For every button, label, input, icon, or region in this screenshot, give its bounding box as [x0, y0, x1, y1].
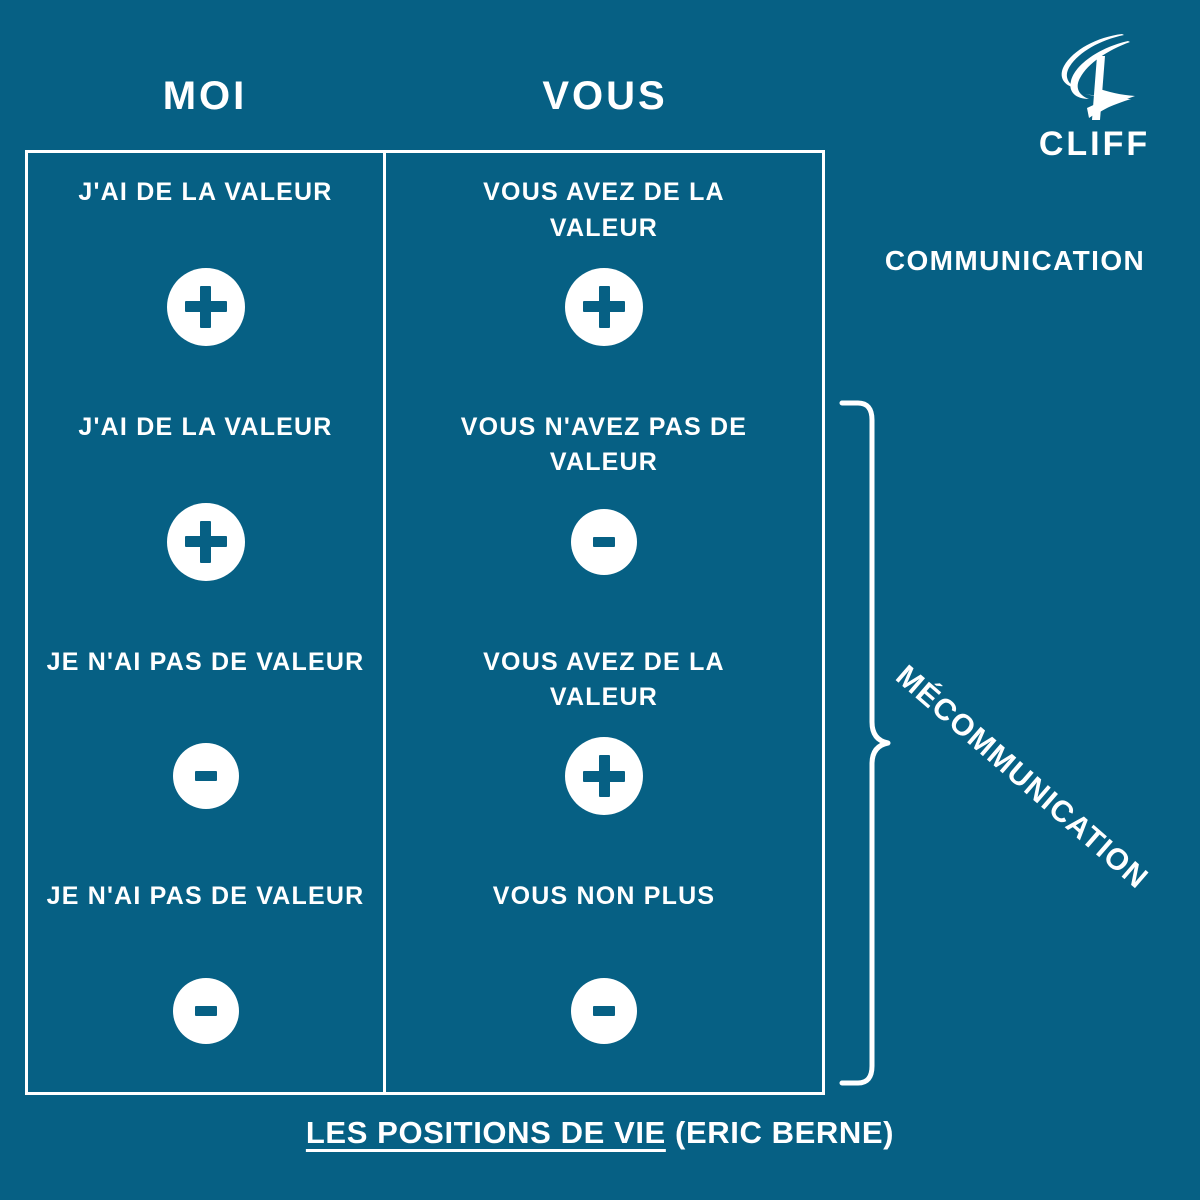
matrix-cell-r1-vous: VOUS AVEZ DE LA VALEUR	[386, 153, 822, 388]
label-mecommunication: MÉCOMMUNICATION	[889, 659, 1155, 896]
plus-vertical-bar	[200, 520, 211, 563]
matrix-cell-r3-moi: JE N'AI PAS DE VALEUR	[28, 622, 386, 858]
matrix-cell-r1-moi: J'AI DE LA VALEUR	[28, 153, 386, 388]
cell-label: J'AI DE LA VALEUR	[78, 178, 333, 206]
matrix-cell-r2-vous: VOUS N'AVEZ PAS DE VALEUR	[386, 388, 822, 623]
sign-plus-icon	[166, 502, 245, 581]
minus-bar	[194, 1006, 217, 1016]
column-header-moi: MOI	[162, 74, 248, 118]
cell-label: JE N'AI PAS DE VALEUR	[46, 647, 365, 676]
sign-plus-icon	[565, 737, 643, 816]
label-communication: COMMUNICATION	[884, 245, 1146, 276]
plus-vertical-bar	[598, 285, 610, 328]
sign-minus-icon	[172, 743, 239, 810]
cliff-wordmark: CLIFF	[1038, 125, 1151, 163]
sign-plus-icon	[166, 267, 245, 346]
minus-bar	[593, 1006, 615, 1016]
minus-bar	[194, 771, 217, 782]
column-header-vous: VOUS	[542, 74, 668, 118]
cell-label: JE N'AI PAS DE VALEUR	[46, 882, 365, 911]
matrix-cell-r4-moi: JE N'AI PAS DE VALEUR	[28, 857, 386, 1092]
cell-label: VOUS NON PLUS	[492, 882, 716, 911]
matrix-cell-r4-vous: VOUS NON PLUS	[386, 857, 822, 1092]
caption: LES POSITIONS DE VIE (ERIC BERNE)	[0, 1115, 1200, 1151]
matrix-cell-r3-vous: VOUS AVEZ DE LA VALEUR	[386, 623, 822, 858]
plus-vertical-bar	[598, 755, 610, 798]
cliff-swoosh-icon	[1022, 28, 1167, 126]
cell-label: VOUS AVEZ DE LA VALEUR	[483, 178, 725, 242]
cell-label: J'AI DE LA VALEUR	[78, 412, 333, 441]
cell-label: VOUS AVEZ DE LA VALEUR	[483, 647, 725, 712]
matrix-cell-r2-moi: J'AI DE LA VALEUR	[28, 387, 386, 623]
life-positions-matrix: J'AI DE LA VALEUR VOUS AVEZ DE LA VALEUR…	[25, 150, 825, 1095]
caption-author: (ERIC BERNE)	[665, 1115, 895, 1150]
sign-plus-icon	[565, 267, 643, 346]
cliff-logo: CLIFF	[1022, 28, 1167, 168]
sign-minus-icon	[571, 508, 637, 575]
caption-title: LES POSITIONS DE VIE	[305, 1115, 666, 1150]
cell-label: VOUS N'AVEZ PAS DE VALEUR	[460, 412, 748, 477]
sign-minus-icon	[172, 978, 239, 1044]
mecommunication-brace-icon	[839, 400, 891, 1086]
sign-minus-icon	[571, 978, 637, 1044]
plus-vertical-bar	[200, 285, 211, 328]
minus-bar	[593, 536, 615, 547]
